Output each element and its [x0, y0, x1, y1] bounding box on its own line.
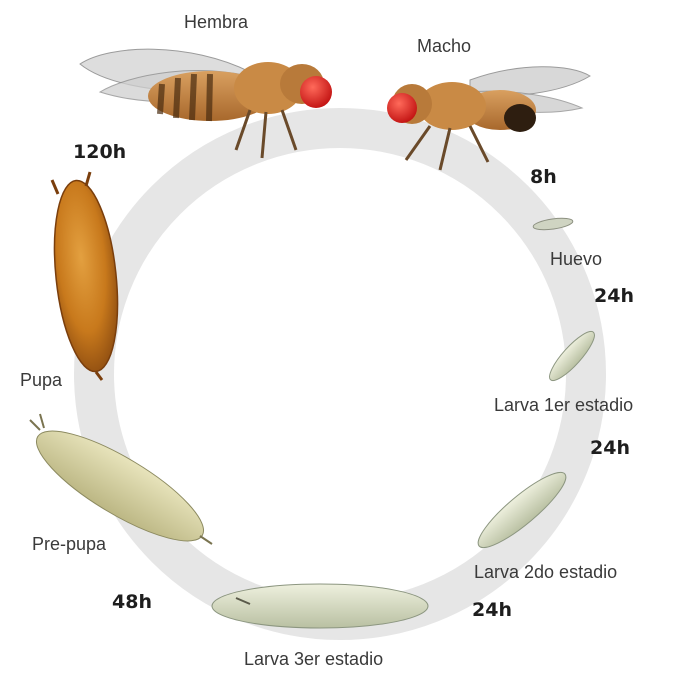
label-huevo: Huevo [550, 250, 602, 268]
third-instar-larva-icon [212, 584, 428, 628]
duration-larva3-to-prepupa: 48h [112, 593, 152, 612]
duration-larva1-to-larva2: 24h [590, 439, 630, 458]
duration-adult-to-egg: 8h [530, 168, 557, 187]
label-hembra: Hembra [184, 13, 248, 31]
label-pre-pupa: Pre-pupa [32, 535, 106, 553]
duration-larva2-to-larva3: 24h [472, 601, 512, 620]
cycle-ring [94, 128, 586, 620]
duration-pupa-to-adult: 120h [73, 143, 126, 162]
label-larva-3er-estadio: Larva 3er estadio [244, 650, 383, 668]
label-larva-1er-estadio: Larva 1er estadio [494, 396, 633, 414]
label-macho: Macho [417, 37, 471, 55]
duration-egg-to-larva1: 24h [594, 287, 634, 306]
label-pupa: Pupa [20, 371, 62, 389]
label-larva-2do-estadio: Larva 2do estadio [474, 563, 617, 581]
